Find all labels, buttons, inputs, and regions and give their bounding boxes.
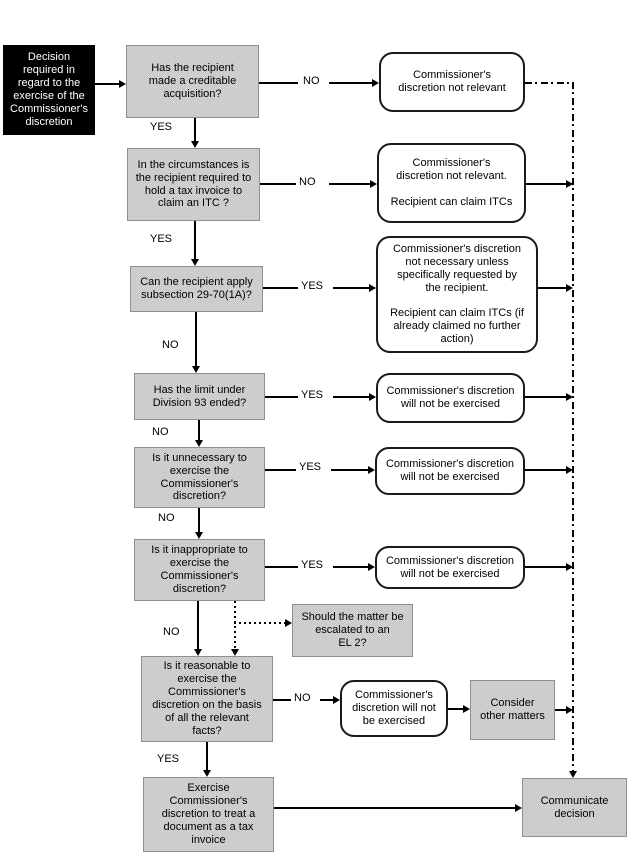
result-not-exercised-4: Commissioner's discretion will not be ex… — [340, 680, 448, 737]
arrowhead-r5-sideline — [566, 466, 573, 474]
result-not-necessary: Commissioner's discretion not necessary … — [376, 236, 538, 353]
label-q2-no: NO — [299, 176, 316, 188]
connector-r7-consider — [448, 708, 463, 710]
connector-q6-yes-a — [265, 566, 298, 568]
connector-q7-no-a — [273, 699, 291, 701]
connector-q1-yes — [194, 118, 196, 141]
result-not-exercised-1: Commissioner's discretion will not be ex… — [376, 373, 525, 423]
arrowhead-q4-r4 — [369, 393, 376, 401]
connector-escalate-horizontal-dotted — [234, 622, 285, 624]
connector-q6-no — [197, 601, 199, 649]
arrowhead-dashdot-communicate — [569, 771, 577, 778]
arrowhead-q7-r7 — [333, 696, 340, 704]
connector-q4-yes-b — [333, 396, 369, 398]
result-not-exercised-2: Commissioner's discretion will not be ex… — [375, 447, 525, 495]
decision-inappropriate: Is it inappropriate to exercise the Comm… — [134, 539, 265, 601]
connector-q4-no — [198, 420, 200, 440]
connector-q4-yes-a — [265, 396, 298, 398]
connector-q2-yes — [194, 221, 196, 259]
connector-q6-escalate-vertical-dotted — [234, 601, 236, 649]
label-q3-yes: YES — [301, 280, 324, 292]
connector-q5-no — [198, 508, 200, 532]
exercise-discretion-node: Exercise Commissioner's discretion to tr… — [143, 777, 274, 852]
arrowhead-q1-r1 — [372, 79, 379, 87]
label-q1-yes: YES — [150, 121, 173, 133]
arrowhead-q7-exercise — [203, 770, 211, 777]
arrowhead-q5-r5 — [368, 466, 375, 474]
connector-q3-yes-b — [333, 287, 369, 289]
arrowhead-q6-q7 — [194, 649, 202, 656]
label-q5-no: NO — [158, 512, 175, 524]
decision-required-tax-invoice: In the circumstances is the recipient re… — [127, 148, 260, 221]
label-q3-no: NO — [162, 339, 179, 351]
connector-q5-yes-b — [331, 469, 368, 471]
label-q7-yes: YES — [157, 753, 180, 765]
connector-q2-no-a — [260, 183, 296, 185]
result-not-exercised-3: Commissioner's discretion will not be ex… — [375, 546, 525, 589]
decision-creditable-acquisition: Has the recipient made a creditable acqu… — [126, 45, 259, 118]
connector-r2-sideline — [526, 183, 566, 185]
connector-q1-no-b — [329, 82, 372, 84]
arrowhead-r6-sideline — [566, 563, 573, 571]
connector-r1-dashdot-horizontal — [525, 82, 574, 84]
decision-subsection-29-70-1a: Can the recipient apply subsection 29-70… — [130, 266, 263, 312]
arrowhead-start-q1 — [119, 80, 126, 88]
label-q4-yes: YES — [301, 389, 324, 401]
decision-division-93-limit: Has the limit under Division 93 ended? — [134, 373, 265, 420]
start-node: Decision required in regard to the exerc… — [3, 45, 95, 135]
arrowhead-r7-consider — [463, 705, 470, 713]
consider-other-matters-node: Consider other matters — [470, 680, 555, 740]
arrowhead-r3-sideline — [566, 284, 573, 292]
arrowhead-escalate — [285, 619, 292, 627]
arrowhead-q2-r2 — [370, 180, 377, 188]
arrowhead-consider-sideline — [566, 706, 573, 714]
arrowhead-exercise-communicate — [515, 804, 522, 812]
arrowhead-q1-q2 — [191, 141, 199, 148]
arrowhead-dotted-q7 — [231, 649, 239, 656]
arrowhead-q3-q4 — [192, 366, 200, 373]
connector-r6-sideline — [525, 566, 566, 568]
result-not-relevant-claim-itcs: Commissioner's discretion not relevant. … — [377, 143, 526, 223]
decision-unnecessary: Is it unnecessary to exercise the Commis… — [134, 447, 265, 508]
label-q2-yes: YES — [150, 233, 173, 245]
label-q6-no: NO — [163, 626, 180, 638]
arrowhead-q2-q3 — [191, 259, 199, 266]
label-q6-yes: YES — [301, 559, 324, 571]
connector-q3-no — [195, 312, 197, 366]
connector-q7-no-b — [320, 699, 333, 701]
label-q1-no: NO — [303, 75, 320, 87]
arrowhead-q4-q5 — [195, 440, 203, 447]
connector-q6-yes-b — [333, 566, 368, 568]
connector-exercise-communicate — [274, 807, 515, 809]
arrowhead-r4-sideline — [566, 393, 573, 401]
escalate-el2-node: Should the matter be escalated to an EL … — [292, 604, 413, 657]
connector-start-q1 — [95, 83, 119, 85]
connector-consider-sideline — [555, 709, 566, 711]
arrowhead-q3-r3 — [369, 284, 376, 292]
connector-q3-yes-a — [263, 287, 298, 289]
connector-q1-no-a — [259, 82, 298, 84]
communicate-decision-node: Communicate decision — [522, 778, 627, 837]
connector-q5-yes-a — [265, 469, 296, 471]
decision-reasonable: Is it reasonable to exercise the Commiss… — [141, 656, 273, 742]
connector-right-dashdot-vertical — [572, 82, 574, 771]
label-q4-no: NO — [152, 426, 169, 438]
result-not-relevant: Commissioner's discretion not relevant — [379, 52, 525, 112]
label-q7-no: NO — [294, 692, 311, 704]
label-q5-yes: YES — [299, 461, 322, 473]
arrowhead-r2-sideline — [566, 180, 573, 188]
arrowhead-q6-r6 — [368, 563, 375, 571]
connector-q7-yes — [206, 742, 208, 770]
connector-r4-sideline — [525, 396, 566, 398]
connector-q2-no-b — [329, 183, 370, 185]
connector-r5-sideline — [525, 469, 566, 471]
connector-r3-sideline — [538, 287, 566, 289]
arrowhead-q5-q6 — [195, 532, 203, 539]
